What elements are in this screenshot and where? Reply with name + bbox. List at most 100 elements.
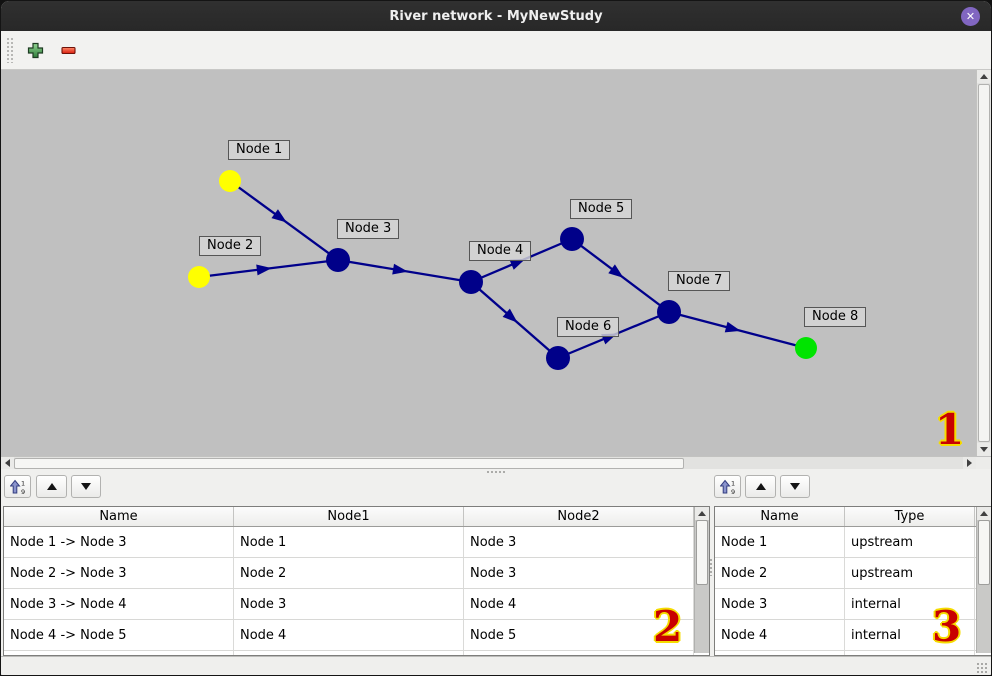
resize-grip[interactable]: [976, 662, 988, 674]
node-move-down-button[interactable]: [780, 475, 810, 498]
links-scroll-up-button[interactable]: [695, 507, 709, 520]
table-cell[interactable]: upstream: [845, 558, 975, 588]
table-cell[interactable]: Node 2: [234, 558, 464, 588]
svg-text:9: 9: [21, 488, 25, 495]
node-label[interactable]: Node 2: [199, 236, 262, 256]
close-button[interactable]: ✕: [961, 7, 980, 26]
canvas-vscroll-thumb[interactable]: [978, 84, 990, 442]
table-cell[interactable]: Node 4 -> Node 5: [4, 620, 234, 650]
table-cell[interactable]: Node 1 -> Node 3: [4, 527, 234, 557]
column-header[interactable]: Name: [715, 507, 845, 526]
canvas-scroll-right-button[interactable]: [963, 457, 976, 469]
toolbar-drag-handle[interactable]: [6, 37, 14, 63]
remove-button[interactable]: [55, 37, 81, 63]
node-label[interactable]: Node 5: [570, 199, 633, 219]
table-cell[interactable]: [845, 651, 975, 655]
node-label[interactable]: Node 4: [469, 241, 532, 261]
triangle-up-icon: [980, 74, 988, 79]
table-cell[interactable]: Node 3: [464, 527, 694, 557]
table-cell[interactable]: Node 4: [464, 589, 694, 619]
table-cell[interactable]: internal: [845, 620, 975, 650]
node-move-up-button[interactable]: [745, 475, 776, 498]
table-cell[interactable]: Node 1: [715, 527, 845, 557]
canvas-scroll-up-button[interactable]: [977, 70, 991, 83]
nodes-vscroll-thumb[interactable]: [978, 520, 990, 585]
node-label[interactable]: Node 7: [668, 271, 731, 291]
nodes-scroll-up-button[interactable]: [977, 507, 991, 520]
sort-ascending-1-9-icon: 1 9: [719, 479, 735, 495]
red-minus-icon: [60, 46, 76, 54]
table-cell[interactable]: Node 2: [715, 558, 845, 588]
canvas-vscrollbar[interactable]: [976, 70, 991, 456]
table-cell[interactable]: Node 3: [464, 558, 694, 588]
graph-node[interactable]: [657, 300, 681, 324]
table-cell[interactable]: [4, 651, 234, 655]
edge-arrowhead-icon: [271, 209, 287, 223]
annotation-number: 3: [932, 602, 962, 651]
node-label[interactable]: Node 1: [228, 140, 291, 160]
graph-node[interactable]: [560, 227, 584, 251]
canvas-scroll-down-button[interactable]: [977, 443, 991, 456]
triangle-right-icon: [967, 459, 972, 467]
table-cell[interactable]: [464, 651, 694, 655]
triangle-down-icon: [790, 483, 800, 490]
table-cell[interactable]: [234, 651, 464, 655]
scrollbar-corner: [976, 457, 991, 469]
node-label[interactable]: Node 8: [804, 307, 867, 327]
table-cell[interactable]: Node 3: [715, 589, 845, 619]
add-button[interactable]: [22, 37, 48, 63]
horizontal-splitter[interactable]: [1, 469, 991, 474]
graph-node[interactable]: [219, 170, 241, 192]
main-toolbar: [1, 31, 991, 70]
link-move-up-button[interactable]: [36, 475, 67, 498]
table-cell[interactable]: Node 4: [715, 620, 845, 650]
table-row-partial[interactable]: [4, 651, 709, 655]
table-cell[interactable]: Node 3: [234, 589, 464, 619]
river-network-canvas[interactable]: Node 1 Node 2 Node 3 Node 4 Node 5 Node 6 Node…: [1, 70, 991, 470]
graph-node[interactable]: [459, 270, 483, 294]
links-table-vscrollbar[interactable]: [694, 507, 709, 653]
table-cell[interactable]: Node 3 -> Node 4: [4, 589, 234, 619]
node-label[interactable]: Node 3: [337, 219, 400, 239]
sort-ascending-1-9-icon: 1 9: [9, 479, 25, 495]
table-cell[interactable]: internal: [845, 589, 975, 619]
column-header[interactable]: Type: [845, 507, 975, 526]
column-header[interactable]: Name: [4, 507, 234, 526]
table-cell[interactable]: Node 5: [464, 620, 694, 650]
graph-node[interactable]: [795, 337, 817, 359]
canvas-hscrollbar[interactable]: [1, 456, 976, 470]
node-sort-button[interactable]: 1 9: [714, 475, 741, 498]
table-cell[interactable]: Node 4: [234, 620, 464, 650]
column-header[interactable]: Node2: [464, 507, 694, 526]
canvas-hscroll-track[interactable]: [14, 457, 963, 470]
nodes-table-vscrollbar[interactable]: [976, 507, 991, 653]
links-vscroll-thumb[interactable]: [696, 520, 708, 585]
graph-node[interactable]: [546, 346, 570, 370]
table-cell[interactable]: Node 1: [234, 527, 464, 557]
link-sort-button[interactable]: 1 9: [4, 475, 31, 498]
table-splitter-dots[interactable]: [709, 558, 713, 576]
svg-text:1: 1: [21, 479, 25, 487]
triangle-up-icon: [755, 483, 766, 490]
link-move-down-button[interactable]: [71, 475, 101, 498]
canvas-scroll-left-button[interactable]: [1, 457, 14, 469]
canvas-hscroll-thumb[interactable]: [14, 458, 684, 469]
table-cell[interactable]: [715, 651, 845, 655]
graph-node[interactable]: [326, 248, 350, 272]
table-cell[interactable]: Node 2 -> Node 3: [4, 558, 234, 588]
triangle-left-icon: [5, 459, 10, 467]
table-row-partial[interactable]: [715, 651, 991, 655]
node-label[interactable]: Node 6: [557, 317, 620, 337]
table-cell[interactable]: upstream: [845, 527, 975, 557]
titlebar[interactable]: River network - MyNewStudy ✕: [1, 1, 991, 31]
graph-node[interactable]: [188, 266, 210, 288]
column-header[interactable]: Node1: [234, 507, 464, 526]
